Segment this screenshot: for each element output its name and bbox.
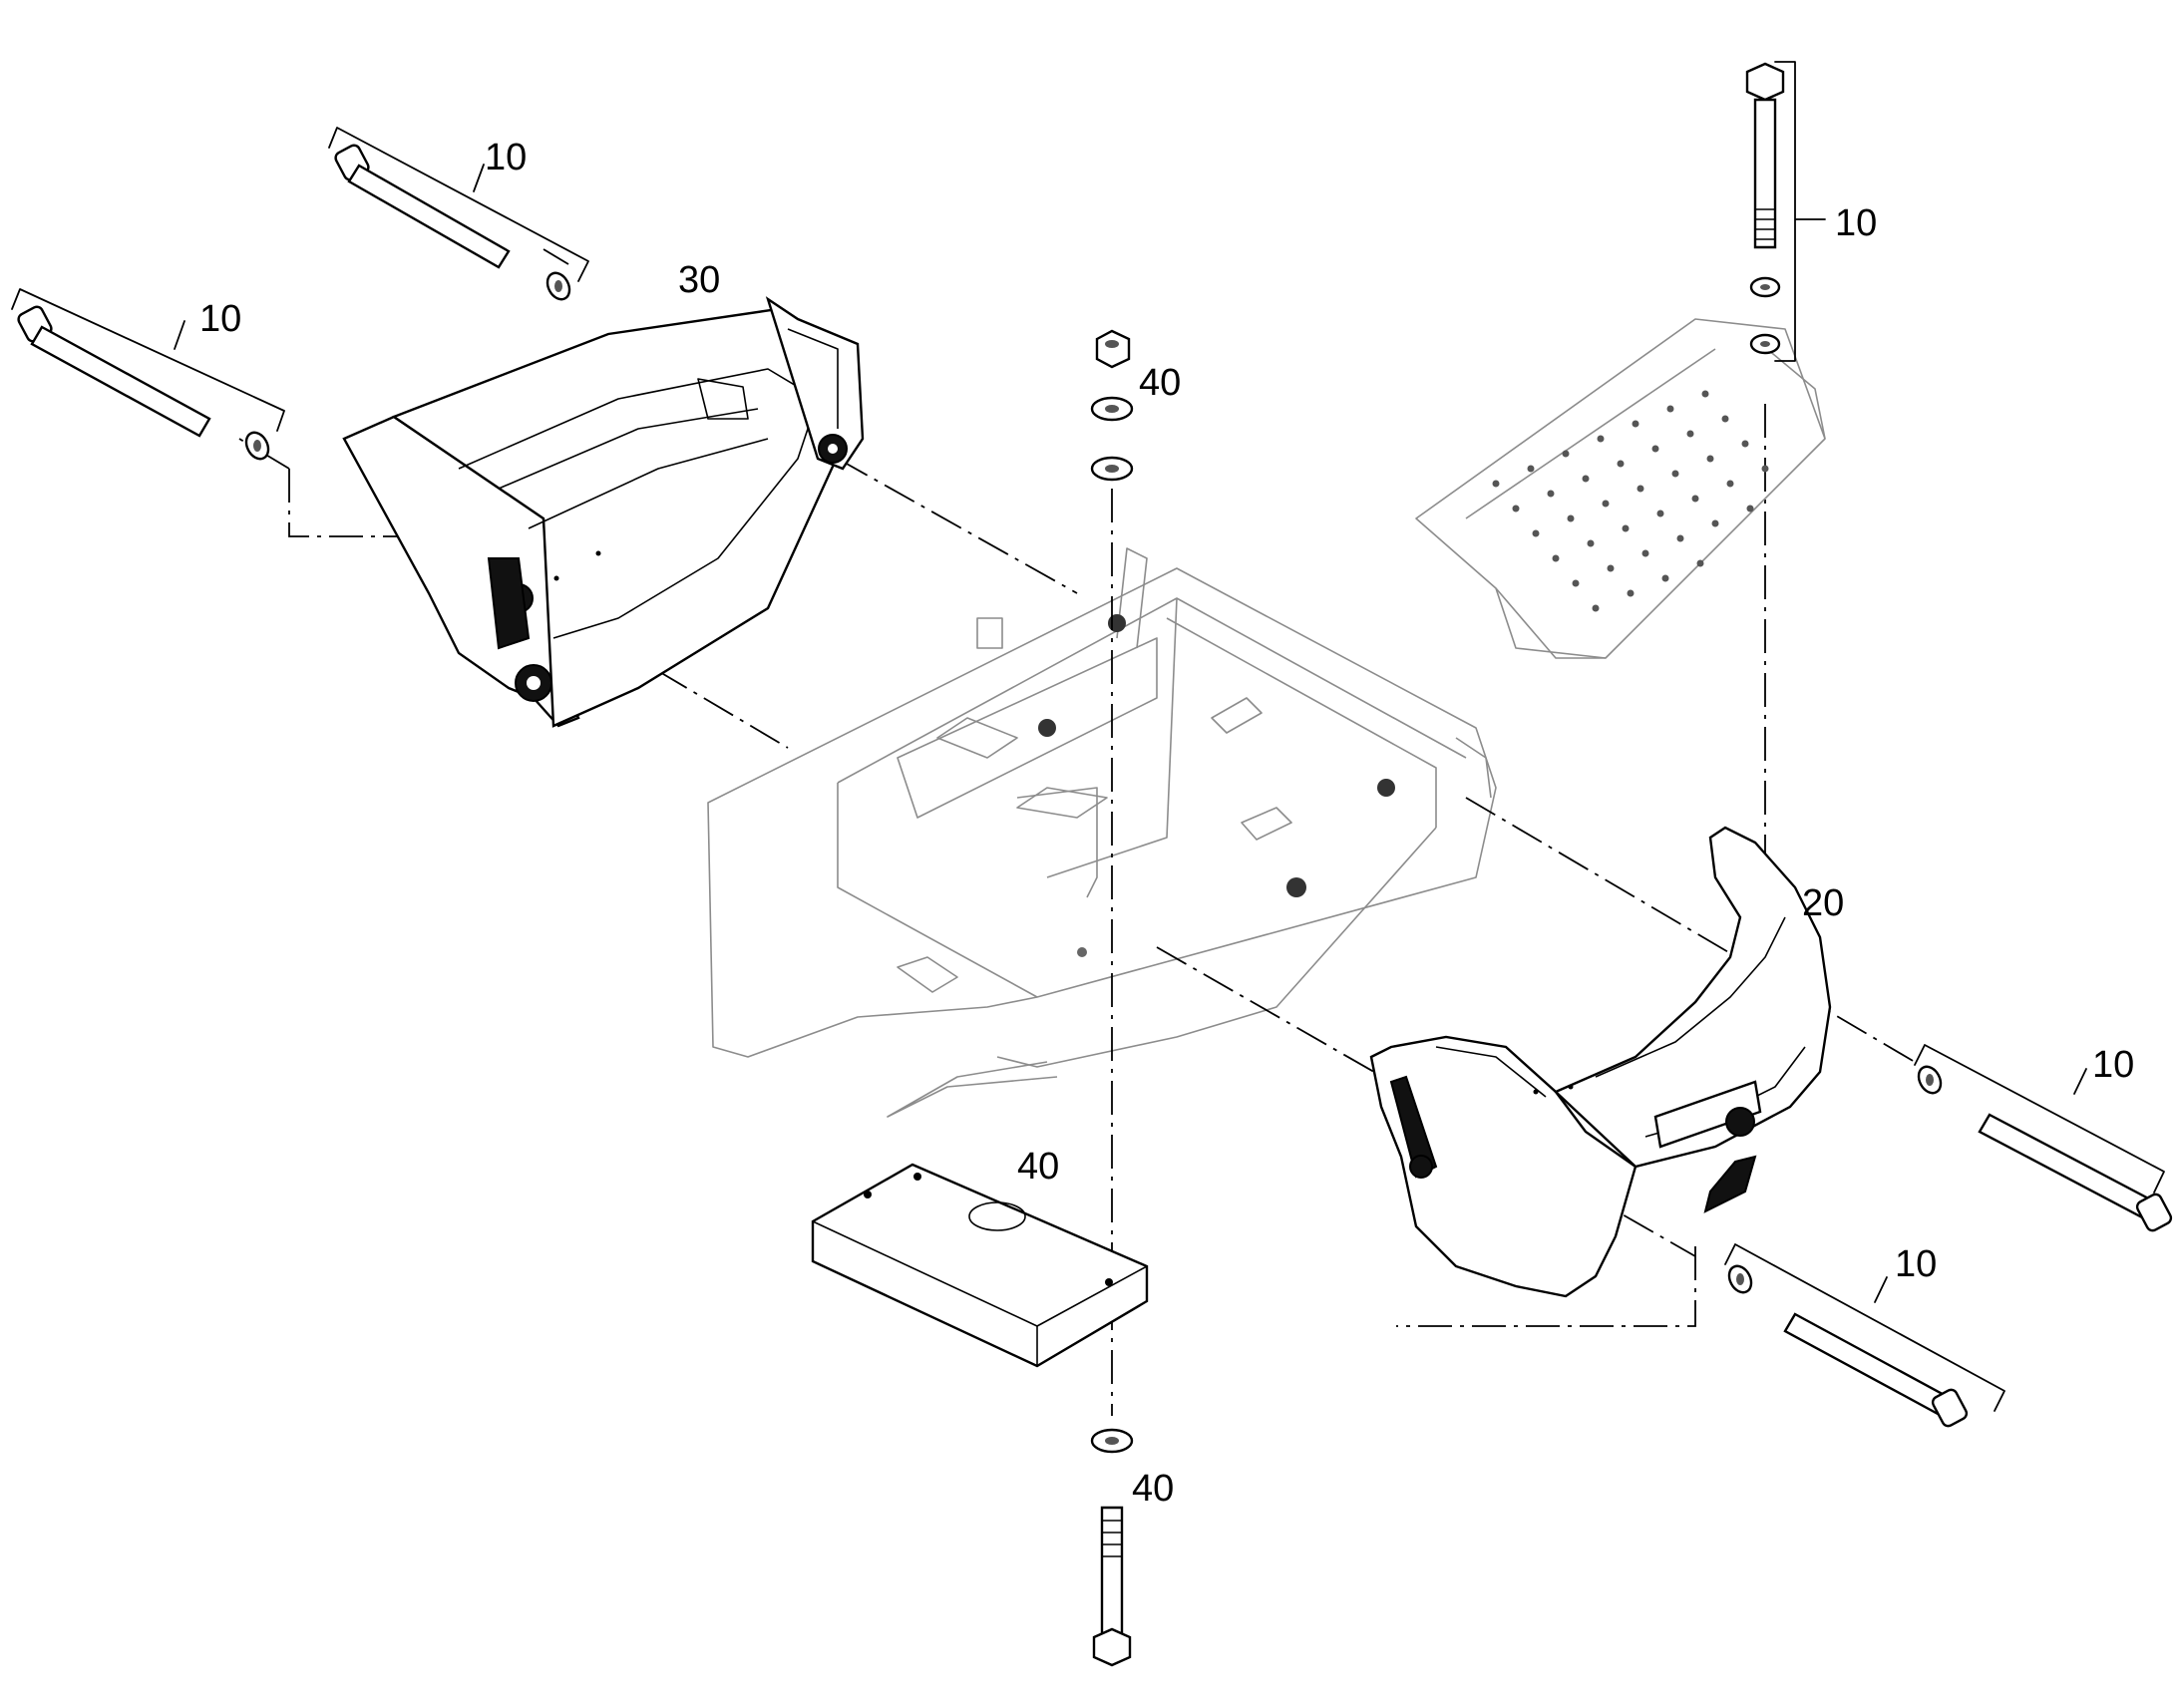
bolt-right-upper bbox=[1917, 1065, 2173, 1232]
callout-bolt-right-lower: 10 bbox=[1895, 1243, 1937, 1285]
chassis-frame bbox=[707, 547, 1497, 1118]
callout-plate: 40 bbox=[1017, 1146, 1059, 1188]
callout-bolt-bottom: 40 bbox=[1132, 1468, 1174, 1510]
callout-nut-washers-top: 40 bbox=[1139, 362, 1181, 404]
callout-bolt-right-upper: 10 bbox=[2092, 1044, 2134, 1086]
callout-bolt-upper-left-b: 10 bbox=[199, 298, 241, 340]
bolt-bottom bbox=[1090, 1428, 1134, 1667]
base-plate bbox=[811, 1163, 1149, 1368]
bolt-upper-left-a bbox=[334, 144, 571, 301]
callout-weight-left: 30 bbox=[678, 259, 720, 301]
counterweight-left bbox=[342, 296, 865, 728]
bolt-right-lower bbox=[1727, 1264, 1969, 1428]
callout-bolt-upper-left-a: 10 bbox=[485, 137, 527, 178]
bolt-top-right bbox=[1745, 62, 1785, 355]
callout-bolt-top-right: 10 bbox=[1835, 202, 1877, 244]
nut-washers-top bbox=[1090, 329, 1134, 482]
callout-weight-right: 20 bbox=[1802, 882, 1844, 924]
perforated-step bbox=[1415, 318, 1826, 659]
callout-brackets bbox=[11, 61, 2165, 1412]
bolt-upper-left-b bbox=[17, 305, 270, 461]
counterweight-right bbox=[1369, 826, 1832, 1298]
